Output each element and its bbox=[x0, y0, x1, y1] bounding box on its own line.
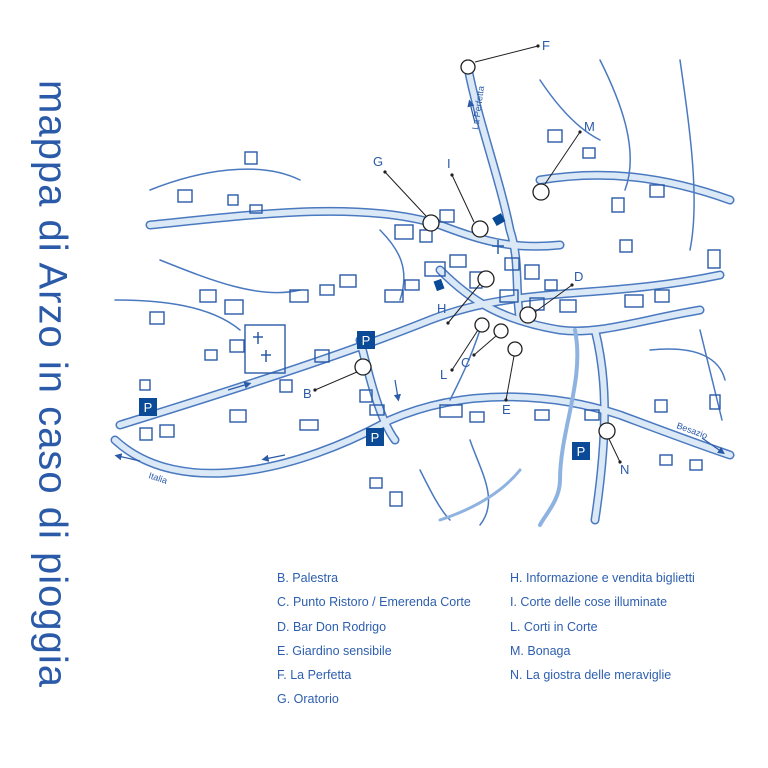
parking-label: P bbox=[577, 444, 586, 459]
marker-c: C bbox=[461, 355, 470, 370]
legend-item: G. Oratorio bbox=[277, 692, 339, 707]
legend-item: B. Palestra bbox=[277, 571, 339, 585]
marker-leaders bbox=[314, 45, 621, 463]
legend-item: C. Punto Ristoro / Emerenda Corte bbox=[277, 595, 471, 610]
church-icon bbox=[253, 240, 504, 362]
marker-d: D bbox=[574, 269, 583, 284]
parking-label: P bbox=[371, 430, 380, 445]
marker-e: E bbox=[502, 402, 511, 417]
marker-l: L bbox=[440, 367, 447, 382]
parking-label: P bbox=[144, 400, 153, 415]
legend-item: L. Corti in Corte bbox=[510, 619, 598, 634]
highlight-buildings bbox=[433, 213, 506, 292]
marker-dots bbox=[313, 44, 622, 464]
marker-n: N bbox=[620, 462, 629, 477]
legend-item: H. Informazione e vendita biglietti bbox=[510, 571, 695, 585]
direction-arrows bbox=[114, 99, 725, 462]
legend-item: M. Bonaga bbox=[510, 643, 571, 658]
legend-item: D. Bar Don Rodrigo bbox=[277, 619, 387, 634]
parking-label: P bbox=[362, 333, 371, 348]
legend-item: I. Corte delle cose illuminate bbox=[510, 595, 668, 610]
legend-item: F. La Perfetta bbox=[277, 668, 352, 683]
legend-left: B. Palestra C. Punto Ristoro / Emerenda … bbox=[277, 566, 471, 712]
legend-item: N. La giostra delle meraviglie bbox=[510, 668, 672, 683]
marker-m: M bbox=[584, 119, 595, 134]
marker-b: B bbox=[303, 386, 312, 401]
marker-g: G bbox=[373, 154, 383, 169]
buildings bbox=[139, 129, 721, 507]
legend-item: E. Giardino sensibile bbox=[277, 643, 392, 658]
location-markers bbox=[354, 59, 616, 440]
marker-h: H bbox=[437, 301, 446, 316]
marker-i: I bbox=[447, 156, 451, 171]
road-label-italia: Italia bbox=[147, 470, 168, 485]
legend-right: H. Informazione e vendita biglietti I. C… bbox=[510, 566, 695, 687]
marker-f: F bbox=[542, 38, 550, 53]
roads bbox=[110, 59, 735, 527]
marker-letters: B C D E F G I H L M N bbox=[303, 38, 629, 477]
parking-signs: P P P P bbox=[139, 331, 590, 460]
